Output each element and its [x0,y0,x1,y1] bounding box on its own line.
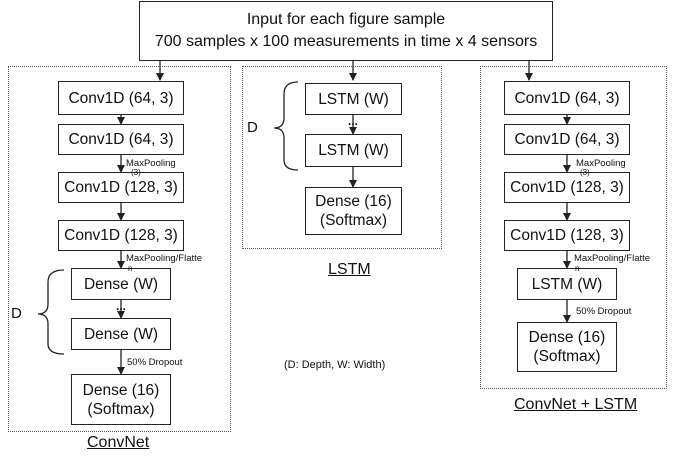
lstm-panel [242,66,442,249]
cl-maxpool-flatten-note: MaxPooling/Flatte [574,253,651,264]
cl-conv1-box: Conv1D (64, 3) [504,81,630,115]
convnet-ellipsis: ... [116,299,127,313]
convnet-maxpool-note-sub: (3) [131,168,141,177]
convnet-dense2-box: Dense (W) [71,318,171,350]
convnet-dense1-box: Dense (W) [71,268,171,300]
lstm-ellipsis: ... [348,114,359,128]
lstm-title: LSTM [328,261,371,278]
cl-maxpool-flatten-note-sub: n [575,264,580,273]
depth-brace-convnet [37,269,65,355]
input-box: Input for each figure sample 700 samples… [139,1,553,61]
cl-conv4-box: Conv1D (128, 3) [504,220,630,251]
convnet-dropout-note: 50% Dropout [127,357,183,368]
cl-conv2-box: Conv1D (64, 3) [504,124,630,155]
convnet-softmax-box: Dense (16) (Softmax) [71,374,171,425]
lstm-softmax-box: Dense (16) (Softmax) [305,187,402,235]
convnet-conv2-box: Conv1D (64, 3) [58,124,184,155]
lstm-layer1-box: LSTM (W) [305,83,402,115]
convnet-conv1-box: Conv1D (64, 3) [58,81,184,115]
cl-maxpool-note-sub: (3) [580,168,590,177]
convnet-maxpool-note: MaxPooling [126,158,176,169]
convnet-lstm-panel [480,66,667,389]
legend-note: (D: Depth, W: Width) [284,359,386,371]
convnet-conv3-box: Conv1D (128, 3) [58,172,184,203]
convnet-lstm-title: ConvNet + LSTM [514,396,638,413]
cl-dropout-note: 50% Dropout [576,306,632,317]
lstm-depth-label: D [247,119,258,136]
lstm-layer2-box: LSTM (W) [305,134,402,167]
input-box-line2: 700 samples x 100 measurements in time x… [154,33,538,50]
cl-maxpool-note: MaxPooling [576,158,626,169]
depth-brace-lstm [273,81,299,171]
cl-softmax-box: Dense (16) (Softmax) [517,322,617,372]
convnet-depth-label: D [11,305,22,322]
convnet-maxpool-flatten-note: MaxPooling/Flatte [126,253,203,264]
convnet-panel [8,66,231,432]
convnet-conv4-box: Conv1D (128, 3) [58,220,184,251]
convnet-maxpool-flatten-note-sub: n [128,264,133,273]
cl-conv3-box: Conv1D (128, 3) [504,172,630,203]
input-box-line1: Input for each figure sample [246,11,446,28]
cl-lstm-box: LSTM (W) [517,268,617,300]
convnet-title: ConvNet [87,434,150,451]
